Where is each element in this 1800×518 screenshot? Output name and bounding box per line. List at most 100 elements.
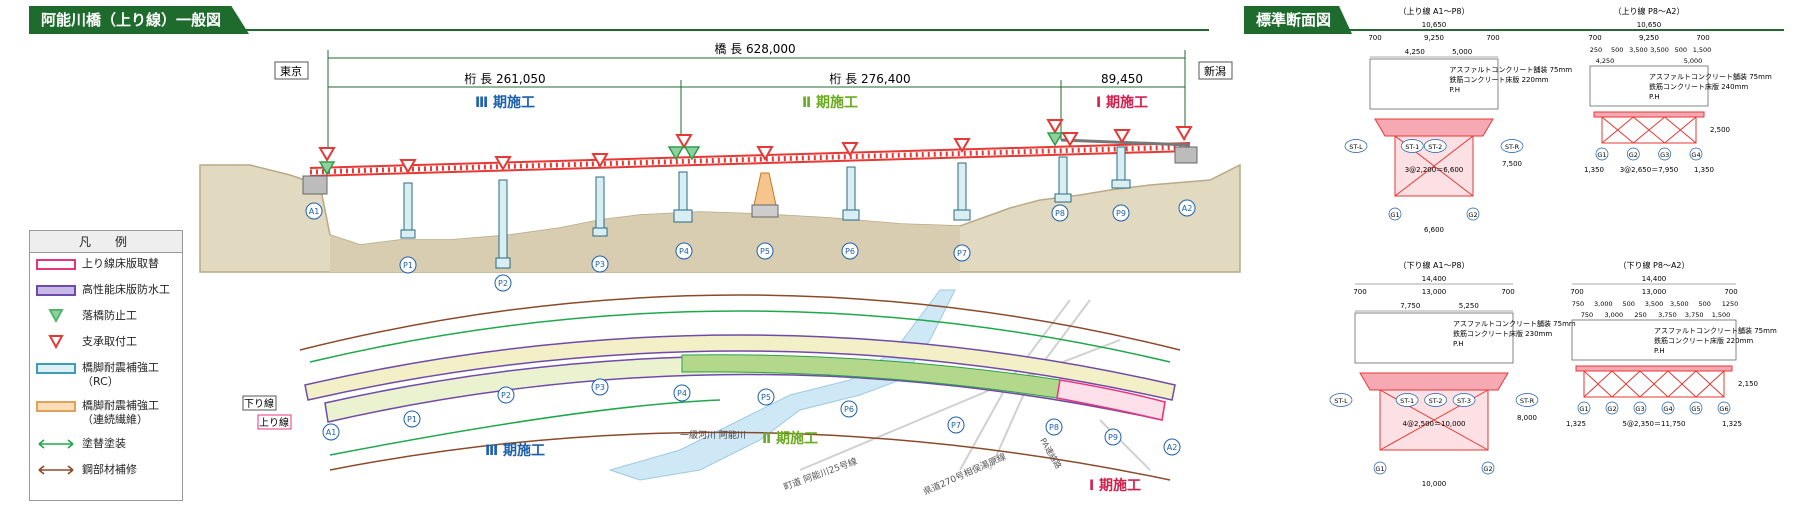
- arrow-brown-bottom: [329, 431, 1171, 481]
- legend: 凡 例 上り線床版取替高性能床版防水工落橋防止工支承取付工橋脚耐震補強工 （RC…: [29, 230, 183, 501]
- title-rule: [29, 29, 1209, 31]
- girder-label: G3: [1635, 405, 1644, 413]
- support-label-p6: P6: [841, 242, 859, 260]
- dim-label: 3,000: [1594, 300, 1613, 308]
- plan-support-label-p7: P7: [947, 416, 965, 434]
- section-note: 鉄筋コンクリート床版 230mm: [1453, 329, 1552, 338]
- girder-label: G6: [1719, 405, 1728, 413]
- label-road3: PA連絡路: [1038, 436, 1064, 470]
- dim-label: 3,500: [1629, 46, 1648, 54]
- plan-support-label-a1: A1: [322, 423, 340, 441]
- dim-label: 500: [1622, 300, 1634, 308]
- plan-phase1: Ⅰ 期施工: [1089, 477, 1141, 494]
- section-label: ST-L: [1349, 143, 1363, 151]
- section-rule: [1244, 29, 1784, 31]
- legend-item-label: 落橋防止工: [82, 309, 137, 322]
- section-note: 鉄筋コンクリート床版 240mm: [1649, 82, 1748, 91]
- section-label: ST-1: [1405, 143, 1419, 151]
- plan-support-label-p2: P2: [497, 386, 515, 404]
- support-label-p8: P8: [1051, 204, 1069, 222]
- fall-prevention-triangles: [318, 132, 1064, 176]
- svg-text:P3: P3: [595, 260, 605, 269]
- arrow-green-bottom: [329, 399, 721, 456]
- dim-label: 750: [1581, 311, 1593, 319]
- total-length: 橋 長 628,000: [714, 42, 795, 56]
- plan-support-label-p8: P8: [1045, 418, 1063, 436]
- dim-label: 1,350: [1694, 166, 1714, 174]
- svg-text:P5: P5: [760, 247, 770, 256]
- dim-label: 500: [1698, 300, 1710, 308]
- section-title: （下り線 A1～P8）: [1398, 260, 1469, 270]
- legend-item-label: 高性能床版防水工: [82, 283, 170, 296]
- abutment-a2: [1174, 146, 1198, 164]
- deck-down: [304, 334, 1176, 401]
- dim-label: 700: [1570, 288, 1583, 296]
- svg-text:P7: P7: [951, 421, 961, 430]
- svg-text:P1: P1: [403, 261, 413, 270]
- dim-label: 5,250: [1459, 302, 1479, 310]
- legend-item-label: 橋脚耐震補強工 （RC）: [82, 361, 159, 388]
- label-road2: 県道270号相俣湯原線: [921, 451, 1007, 498]
- support-label-p7: P7: [953, 244, 971, 262]
- dim-label: 10,650: [1422, 21, 1447, 29]
- dim-label: 250: [1634, 311, 1646, 319]
- dim-label: 4,250: [1596, 57, 1615, 65]
- plan-support-label-p3: P3: [591, 378, 609, 396]
- support-label-p5: P5: [756, 242, 774, 260]
- dim-label: 5,000: [1684, 57, 1703, 65]
- label-up-line: 上り線: [259, 416, 289, 429]
- dim-label: 13,000: [1422, 288, 1447, 296]
- dim-label: 8,000: [1517, 414, 1537, 422]
- phase1: Ⅰ 期施工: [1096, 94, 1148, 111]
- plan-support-label-p4: P4: [673, 384, 691, 402]
- svg-text:P9: P9: [1108, 433, 1118, 442]
- svg-text:P9: P9: [1116, 209, 1126, 218]
- box-icon: [36, 363, 76, 374]
- plan-phase2: Ⅱ 期施工: [762, 430, 818, 447]
- dim-label: 10,000: [1422, 480, 1447, 488]
- arrow-green-top: [309, 310, 1171, 363]
- dim-label: 500: [1611, 46, 1623, 54]
- box-icon: [36, 401, 76, 412]
- svg-text:P7: P7: [957, 249, 967, 258]
- tri-icon: [36, 335, 76, 350]
- svg-text:A2: A2: [1167, 443, 1178, 452]
- dim-label: 14,400: [1422, 275, 1447, 283]
- girder-label: G2: [1629, 151, 1638, 159]
- dim-label: 2,500: [1710, 126, 1730, 134]
- section-label: ST-2: [1429, 397, 1443, 405]
- legend-item-label: 支承取付工: [82, 335, 137, 348]
- girder-label: G2: [1468, 211, 1477, 219]
- dim-label: 3@2,200＝6,600: [1405, 166, 1464, 174]
- dim-label: 9,250: [1639, 34, 1659, 42]
- box-icon: [36, 285, 76, 296]
- river: [608, 289, 956, 481]
- section-note: アスファルトコンクリート舗装 75mm: [1654, 326, 1777, 335]
- plan-support-label-p6: P6: [840, 400, 858, 418]
- abutment-a1: [302, 175, 328, 195]
- girder-label: G1: [1579, 405, 1588, 413]
- support-label-p4: P4: [675, 242, 693, 260]
- section-label: ST-L: [1334, 397, 1348, 405]
- dim-label: 750: [1572, 300, 1584, 308]
- dim-label: 3@2,650＝7,950: [1620, 166, 1679, 174]
- svg-text:P5: P5: [761, 393, 771, 402]
- legend-item: 塗替塗装: [36, 437, 126, 451]
- ground-inner: [330, 212, 960, 272]
- tri-icon: [36, 309, 76, 324]
- support-label-p9: P9: [1112, 204, 1130, 222]
- dim-label: 1,325: [1722, 420, 1742, 428]
- dim-label: 3,500: [1645, 300, 1664, 308]
- svg-text:P3: P3: [595, 383, 605, 392]
- girder-truss: [309, 138, 1191, 177]
- svg-text:P6: P6: [845, 247, 855, 256]
- dim-label: 250: [1590, 46, 1602, 54]
- dim-label: 3,750: [1658, 311, 1677, 319]
- section-title: （上り線 P8～A2）: [1613, 6, 1684, 16]
- girder-label: G4: [1691, 151, 1700, 159]
- section-label: ST-R: [1505, 143, 1520, 151]
- plan-support-label-p5: P5: [757, 388, 775, 406]
